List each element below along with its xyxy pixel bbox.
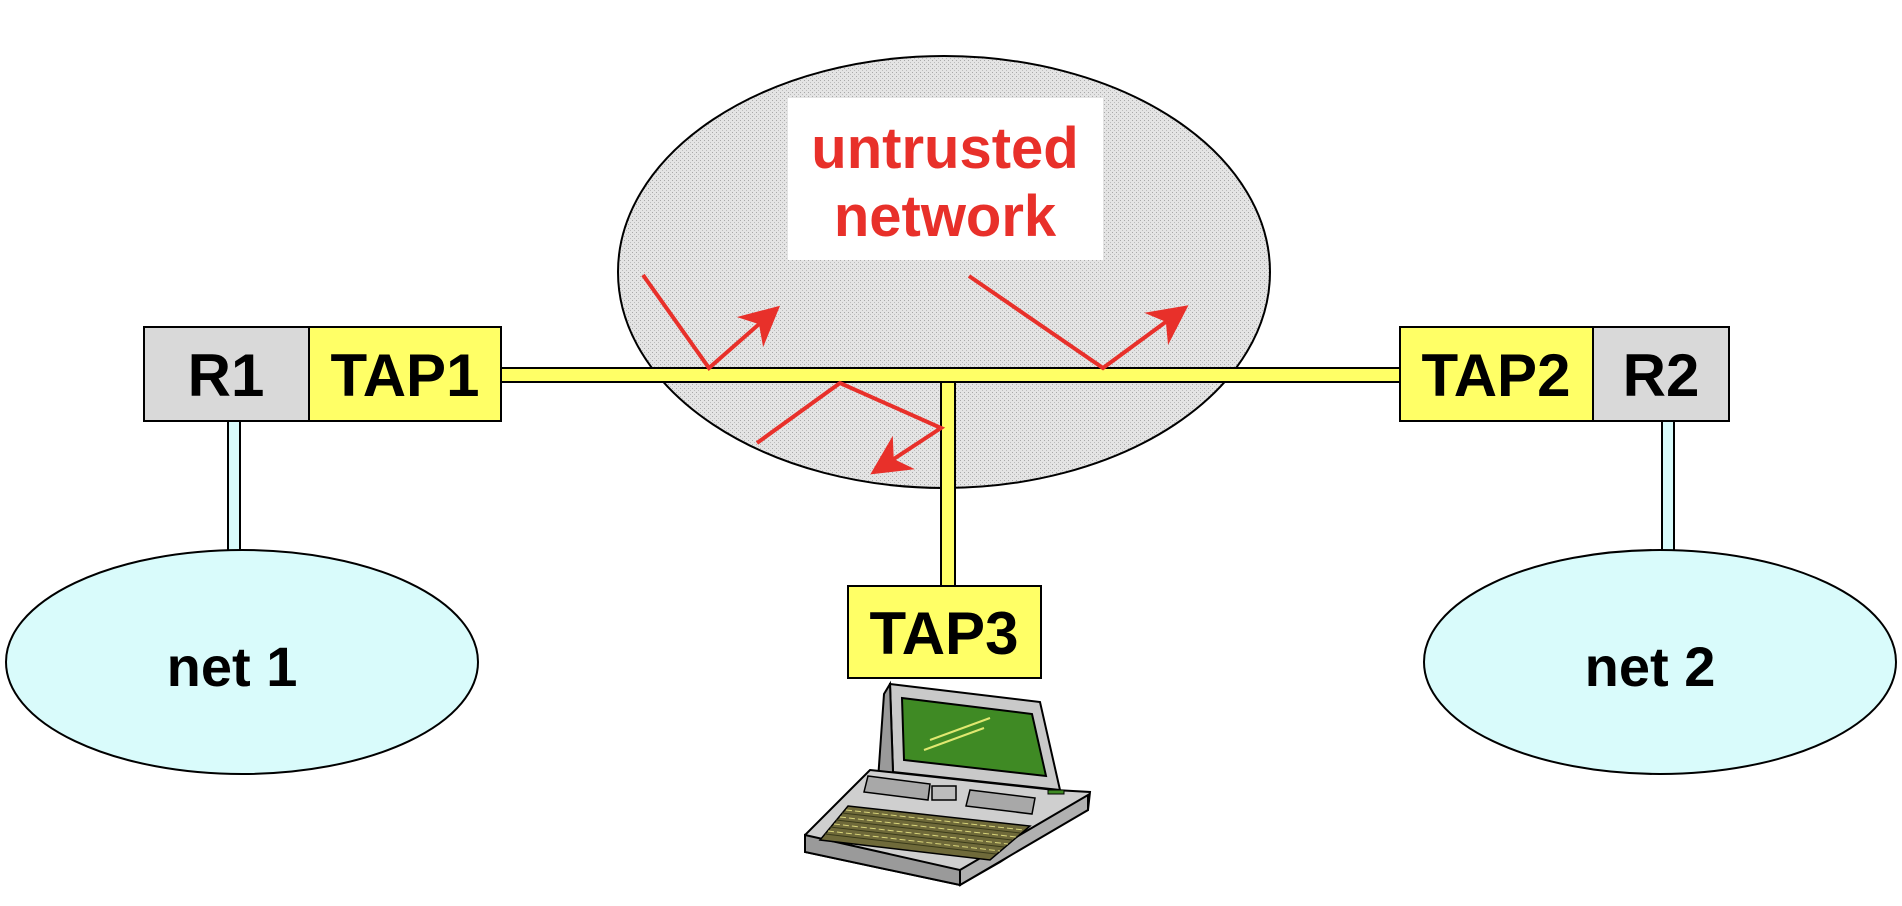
tap2-box <box>1399 326 1594 422</box>
router-r1-group: R1 TAP1 <box>143 326 502 422</box>
tap1-label: TAP1 <box>331 342 480 409</box>
backbone-wire <box>499 367 1401 383</box>
untrusted-label-line1: untrusted <box>811 116 1078 181</box>
router-r1-label: R1 <box>188 342 265 409</box>
untrusted-label-line2: network <box>834 184 1057 249</box>
untrusted-label-background <box>788 98 1103 260</box>
r2-net2-link <box>1661 420 1675 552</box>
traffic-arrow-2 <box>967 274 1189 371</box>
router-r2-label: R2 <box>1623 342 1700 409</box>
router-r2-box <box>1592 326 1730 422</box>
router-r2-group: TAP2 R2 <box>1399 326 1730 422</box>
net1-label: net 1 <box>167 635 298 698</box>
tap3-box <box>847 585 1042 679</box>
laptop-icon <box>804 680 1092 887</box>
net2-ellipse <box>1423 549 1897 775</box>
net1-ellipse <box>5 549 479 775</box>
tap1-box <box>308 326 502 422</box>
tap3-label: TAP3 <box>870 600 1019 667</box>
tap3-wire <box>940 381 956 587</box>
tap2-label: TAP2 <box>1422 342 1571 409</box>
traffic-arrow-1 <box>641 273 781 371</box>
traffic-arrow-3 <box>755 380 946 475</box>
r1-net1-link <box>227 420 241 552</box>
net2-label: net 2 <box>1585 635 1716 698</box>
